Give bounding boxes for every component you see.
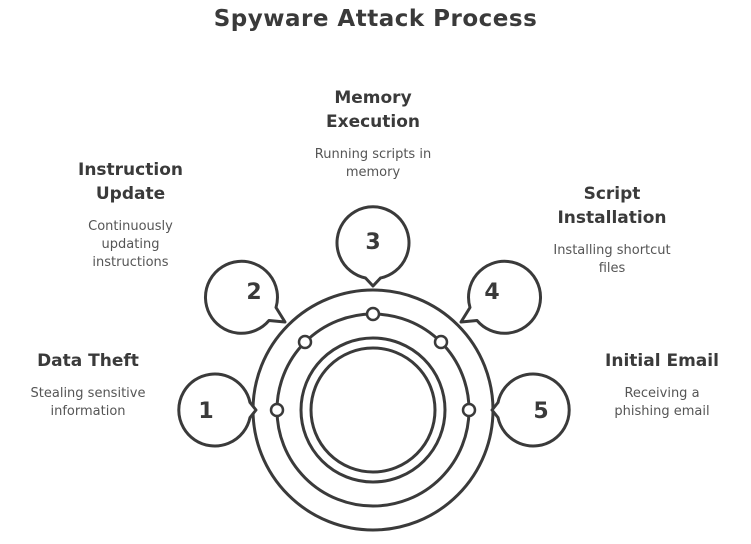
ring-node-2 [297,334,313,350]
step-number-1: 1 [198,399,213,424]
diagram-title: Spyware Attack Process [213,6,538,32]
outer-ring [251,288,495,532]
step-description-1: Stealing sensitive information [30,386,146,419]
step-label-1: Data Theft Stealing sensitive informatio… [8,349,168,421]
step-heading-5: Initial Email [605,351,719,371]
inner-ring [299,336,447,484]
step-number-3: 3 [365,230,380,255]
step-label-3: Memory Execution Running scripts in memo… [293,86,453,182]
step-number-5: 5 [533,399,548,424]
step-number-4: 4 [484,280,499,305]
ring-node-4 [433,334,449,350]
step-heading-1: Data Theft [37,351,139,371]
step-bubble-5: 5 [490,372,571,448]
step-bubble-1: 1 [177,372,258,448]
step-bubble-3: 3 [335,205,411,288]
step-label-2: Instruction Update Continuously updating… [58,158,203,272]
ring-node-3 [365,306,381,322]
step-bubble-2: 2 [203,259,287,335]
ring-node-5 [461,402,477,418]
core-ring [309,346,437,474]
step-heading-3: Memory Execution [325,88,421,132]
step-description-5: Receiving a phishing email [614,386,710,419]
step-bubble-4: 4 [459,259,543,335]
step-heading-2: Instruction Update [78,160,183,204]
step-heading-4: Script Installation [557,184,667,228]
step-label-5: Initial Email Receiving a phishing email [583,349,741,421]
step-number-2: 2 [246,280,261,305]
ring-node-1 [269,402,285,418]
step-description-2: Continuously updating instructions [88,219,173,270]
step-description-4: Installing shortcut files [553,243,671,276]
step-label-4: Script Installation Installing shortcut … [532,182,692,278]
step-description-3: Running scripts in memory [314,147,432,180]
